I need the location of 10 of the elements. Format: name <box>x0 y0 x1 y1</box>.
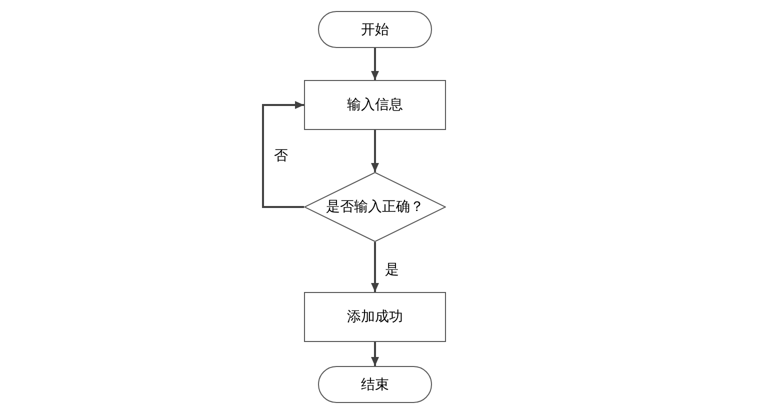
edge-label: 否 <box>273 147 289 165</box>
process-box: 添加成功 <box>304 292 446 342</box>
arrow <box>371 242 379 292</box>
arrow <box>371 48 379 80</box>
arrow <box>262 101 304 208</box>
process-box: 输入信息 <box>304 80 446 130</box>
decision-diamond: 是否输入正确？ <box>304 172 446 242</box>
arrow <box>371 130 379 172</box>
arrow <box>371 342 379 366</box>
edge-label: 是 <box>384 261 400 279</box>
